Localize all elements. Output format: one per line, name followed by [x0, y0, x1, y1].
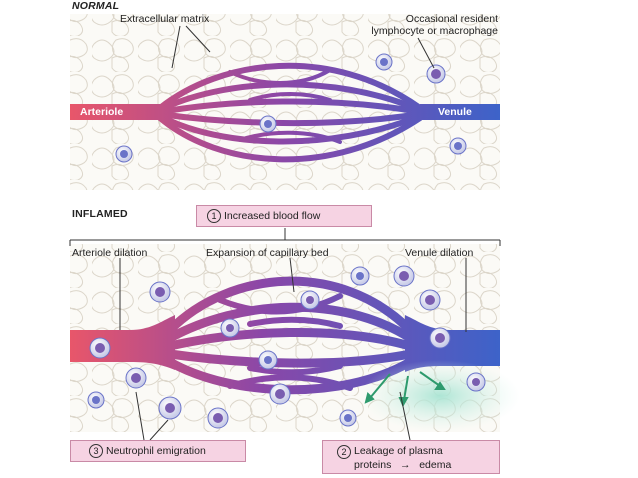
leader-lines: [69, 25, 501, 441]
step2-number: 2: [337, 445, 351, 459]
resident-cell-label-line2: lymphocyte or macrophage: [371, 25, 498, 37]
arteriole-dilation-label: Arteriole dilation: [72, 247, 148, 259]
resident-cell-label-line1: Occasional resident: [405, 13, 498, 25]
step1-text: Increased blood flow: [224, 210, 321, 222]
step2-callout: 2 Leakage of plasma proteins → edema: [322, 440, 500, 474]
capillary-expansion-label: Expansion of capillary bed: [206, 247, 329, 259]
venule-label: Venule: [438, 106, 472, 118]
inflamed-vessel: [70, 276, 500, 395]
step1-callout: 1 Increased blood flow: [196, 205, 372, 227]
step1-number: 1: [207, 209, 221, 223]
edema-region: [360, 360, 520, 432]
right-arrow-icon: →: [400, 459, 411, 471]
inflamed-heading: INFLAMED: [72, 208, 128, 220]
step3-number: 3: [89, 444, 103, 458]
step2-text-line2b: edema: [419, 459, 452, 471]
extracellular-matrix-label: Extracellular matrix: [120, 13, 210, 25]
inflamed-cells: [87, 265, 486, 429]
arteriole-label: Arteriole: [80, 106, 124, 118]
step3-text: Neutrophil emigration: [106, 445, 206, 457]
venule-dilation-label: Venule dilation: [405, 247, 474, 259]
leakage-arrows: [364, 371, 446, 408]
step2-text-line1: Leakage of plasma: [354, 445, 443, 457]
step3-callout: 3 Neutrophil emigration: [70, 440, 246, 462]
normal-heading: NORMAL: [72, 0, 120, 12]
step2-text-line2a: proteins: [354, 459, 392, 471]
normal-cells: [115, 53, 467, 163]
normal-vessel: [70, 62, 500, 163]
